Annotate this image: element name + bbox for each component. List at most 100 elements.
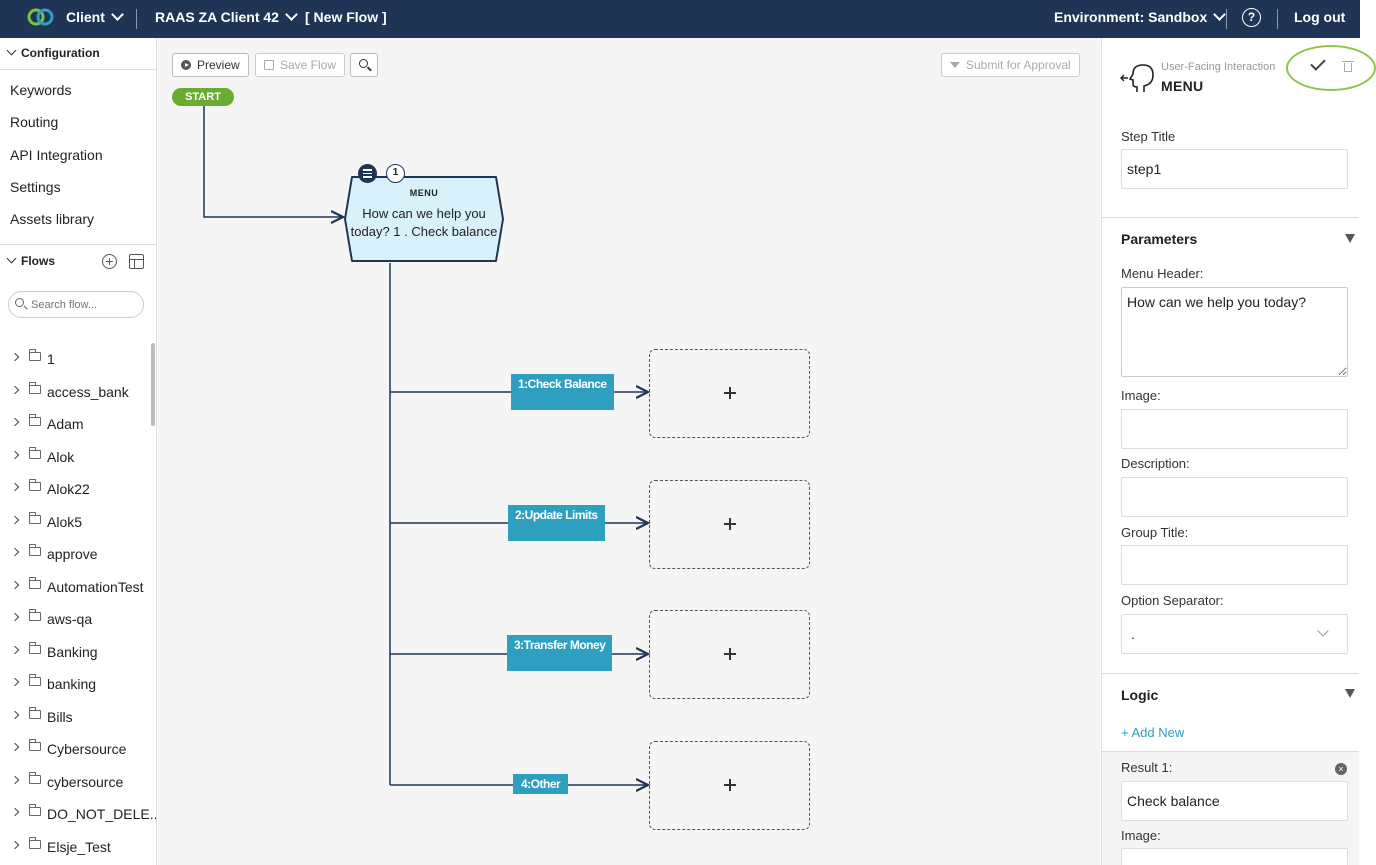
client-label: Client: [66, 9, 105, 25]
flow-folder[interactable]: banking: [0, 668, 150, 701]
chevron-right-icon[interactable]: [10, 450, 20, 459]
search-icon: [15, 298, 24, 307]
add-step-dropzone[interactable]: [649, 480, 810, 569]
flow-folder[interactable]: access_bank: [0, 376, 150, 409]
logout-button[interactable]: Log out: [1294, 9, 1346, 25]
chevron-right-icon[interactable]: [10, 612, 20, 622]
save-icon: [264, 60, 274, 70]
step-title-input[interactable]: [1121, 149, 1348, 189]
sidebar: Configuration Keywords Routing API Integ…: [0, 38, 157, 865]
chevron-right-icon[interactable]: [10, 840, 20, 849]
collapse-triangle-icon[interactable]: [1345, 234, 1355, 243]
option-label-4[interactable]: 4:Other: [513, 774, 569, 794]
logic-heading[interactable]: Logic: [1121, 687, 1159, 703]
chevron-right-icon[interactable]: [10, 515, 20, 524]
chevron-right-icon[interactable]: [10, 645, 20, 654]
start-node[interactable]: START: [172, 88, 234, 106]
parameters-heading[interactable]: Parameters: [1121, 231, 1198, 247]
image-input[interactable]: [1121, 409, 1348, 449]
menu-node[interactable]: MENU How can we help you today? 1 . Chec…: [344, 175, 504, 263]
save-flow-button[interactable]: Save Flow: [255, 53, 346, 77]
canvas-search-button[interactable]: [350, 53, 378, 77]
project-label: RAAS ZA Client 42: [155, 9, 279, 25]
result-image-label: Image:: [1121, 828, 1161, 843]
option-label-1[interactable]: 1:Check Balance: [511, 374, 614, 410]
sidebar-item-assets-library[interactable]: Assets library: [10, 211, 95, 227]
add-step-dropzone[interactable]: [649, 610, 810, 699]
layout-icon[interactable]: [129, 254, 144, 269]
search-flow-input[interactable]: [31, 296, 141, 314]
flows-header[interactable]: Flows: [0, 246, 156, 278]
chevron-down-icon: [6, 45, 17, 56]
chevron-right-icon[interactable]: [10, 417, 20, 427]
add-new-logic-button[interactable]: + Add New: [1121, 725, 1185, 740]
chevron-right-icon[interactable]: [10, 807, 20, 817]
flow-folder[interactable]: Elsje_Test: [0, 831, 150, 864]
flow-folder[interactable]: DO_NOT_DELE...: [0, 798, 156, 831]
submit-for-approval-button[interactable]: Submit for Approval: [941, 53, 1080, 77]
menu-node-text: How can we help you today? 1 . Check bal…: [350, 206, 498, 239]
sidebar-item-routing[interactable]: Routing: [10, 114, 59, 130]
description-label: Description:: [1121, 456, 1190, 471]
flow-folder[interactable]: approve: [0, 538, 150, 571]
option-label-3[interactable]: 3:Transfer Money: [507, 635, 613, 671]
flow-canvas[interactable]: Preview Save Flow Submit for Approval ST…: [158, 38, 1100, 865]
chevron-down-icon: [6, 253, 17, 264]
flow-folder[interactable]: AutomationTest: [0, 571, 150, 604]
flow-list: 1 access_bank Adam Alok Alok22 Alok5 app…: [0, 343, 156, 864]
chevron-right-icon[interactable]: [10, 677, 20, 687]
flow-folder[interactable]: Alok22: [0, 473, 150, 506]
environment-dropdown[interactable]: Environment: Sandbox: [1054, 0, 1227, 38]
panel-subtitle: User-Facing Interaction: [1161, 61, 1276, 73]
flow-folder-label: Alok5: [47, 513, 83, 530]
option-separator-select[interactable]: .: [1121, 614, 1348, 654]
chevron-right-icon[interactable]: [10, 775, 20, 784]
save-flow-label: Save Flow: [280, 58, 337, 72]
option-label-2[interactable]: 2:Update Limits: [508, 505, 605, 541]
sidebar-scrollbar[interactable]: [151, 343, 155, 426]
remove-result-icon[interactable]: ×: [1335, 763, 1347, 775]
option-separator-label: Option Separator:: [1121, 593, 1224, 608]
configuration-header[interactable]: Configuration: [0, 38, 156, 70]
search-icon: [359, 59, 368, 68]
flow-folder[interactable]: Alok5: [0, 506, 150, 539]
collapse-triangle-icon[interactable]: [1345, 689, 1355, 698]
chevron-right-icon[interactable]: [10, 547, 20, 557]
result-input[interactable]: [1121, 781, 1348, 821]
flow-folder[interactable]: Banking: [0, 636, 150, 669]
chevron-right-icon[interactable]: [10, 742, 20, 752]
flow-folder[interactable]: Cybersource: [0, 733, 150, 766]
flow-folder[interactable]: cybersource: [0, 766, 150, 799]
chevron-right-icon[interactable]: [10, 385, 20, 394]
flow-folder[interactable]: Alok: [0, 441, 150, 474]
description-input[interactable]: [1121, 477, 1348, 517]
preview-button[interactable]: Preview: [172, 53, 249, 77]
flow-folder-label: 1: [47, 351, 55, 367]
sidebar-item-settings[interactable]: Settings: [10, 179, 61, 195]
sidebar-item-keywords[interactable]: Keywords: [10, 82, 72, 98]
add-flow-icon[interactable]: +: [102, 254, 117, 269]
flow-folder[interactable]: aws-qa: [0, 603, 150, 636]
chevron-right-icon[interactable]: [10, 352, 20, 362]
flow-folder[interactable]: Adam: [0, 408, 150, 441]
chevron-right-icon[interactable]: [10, 710, 20, 719]
menu-header-textarea[interactable]: How can we help you today?: [1121, 287, 1348, 377]
result-image-input[interactable]: [1121, 848, 1348, 865]
flow-folder-label: banking: [47, 676, 97, 692]
chevron-right-icon[interactable]: [10, 580, 20, 589]
menu-node-type: MENU: [409, 188, 439, 198]
flow-connectors: [203, 105, 1100, 865]
group-title-input[interactable]: [1121, 545, 1348, 585]
chevron-right-icon[interactable]: [10, 482, 20, 492]
add-step-dropzone[interactable]: [649, 741, 810, 830]
flow-folder[interactable]: Bills: [0, 701, 150, 734]
flow-folder[interactable]: 1: [0, 343, 150, 376]
sidebar-item-api-integration[interactable]: API Integration: [10, 147, 103, 163]
add-step-dropzone[interactable]: [649, 349, 810, 438]
divider: [1102, 673, 1359, 674]
panel-title: MENU: [1161, 78, 1204, 94]
project-dropdown[interactable]: RAAS ZA Client 42: [155, 0, 298, 38]
client-dropdown[interactable]: Client: [66, 0, 124, 38]
app-logo-icon: [27, 8, 54, 26]
help-icon[interactable]: ?: [1242, 8, 1261, 27]
